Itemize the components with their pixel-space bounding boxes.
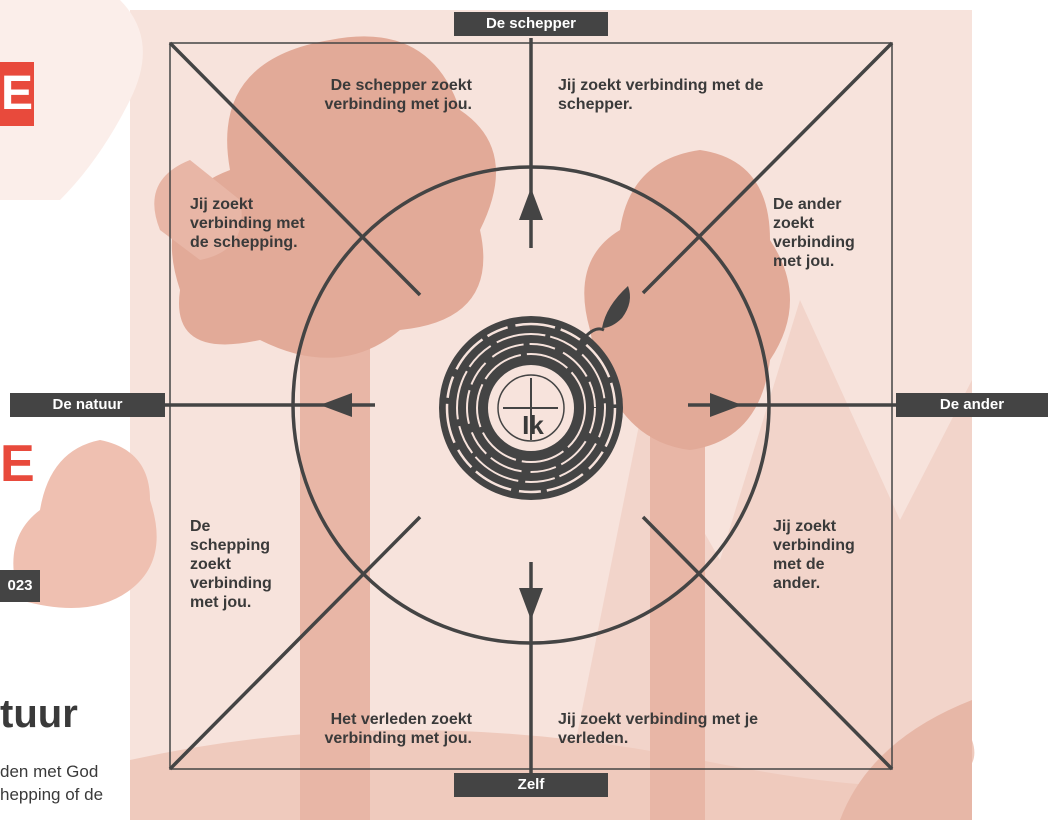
arrow-left-icon bbox=[320, 393, 352, 417]
arrow-right-icon bbox=[710, 393, 742, 417]
arrow-up-icon bbox=[519, 188, 543, 220]
axis-tag-bottom: Zelf bbox=[454, 773, 608, 797]
segment-top-right: Jij zoekt verbinding met de schepper. bbox=[558, 76, 798, 114]
segment-bottom-left: Het verleden zoekt verbinding met jou. bbox=[276, 710, 472, 748]
segment-bottom-right: Jij zoekt verbinding met je verleden. bbox=[558, 710, 798, 748]
tree-ring-icon bbox=[439, 316, 623, 500]
segment-left-bottom: De schepping zoekt verbinding met jou. bbox=[190, 517, 290, 612]
arrow-down-icon bbox=[519, 588, 543, 620]
center-label: Ik bbox=[522, 410, 544, 440]
segment-top-left: De schepper zoekt verbinding met jou. bbox=[282, 76, 472, 114]
leaf-icon bbox=[586, 286, 630, 336]
segment-right-top: De ander zoekt verbinding met jou. bbox=[773, 195, 883, 271]
segment-left-top: Jij zoekt verbinding met de schepping. bbox=[190, 195, 305, 252]
axis-tag-top: De schepper bbox=[454, 12, 608, 36]
segment-right-bottom: Jij zoekt verbinding met de ander. bbox=[773, 517, 873, 593]
axis-tag-left: De natuur bbox=[10, 393, 165, 417]
axis-tag-right: De ander bbox=[896, 393, 1048, 417]
